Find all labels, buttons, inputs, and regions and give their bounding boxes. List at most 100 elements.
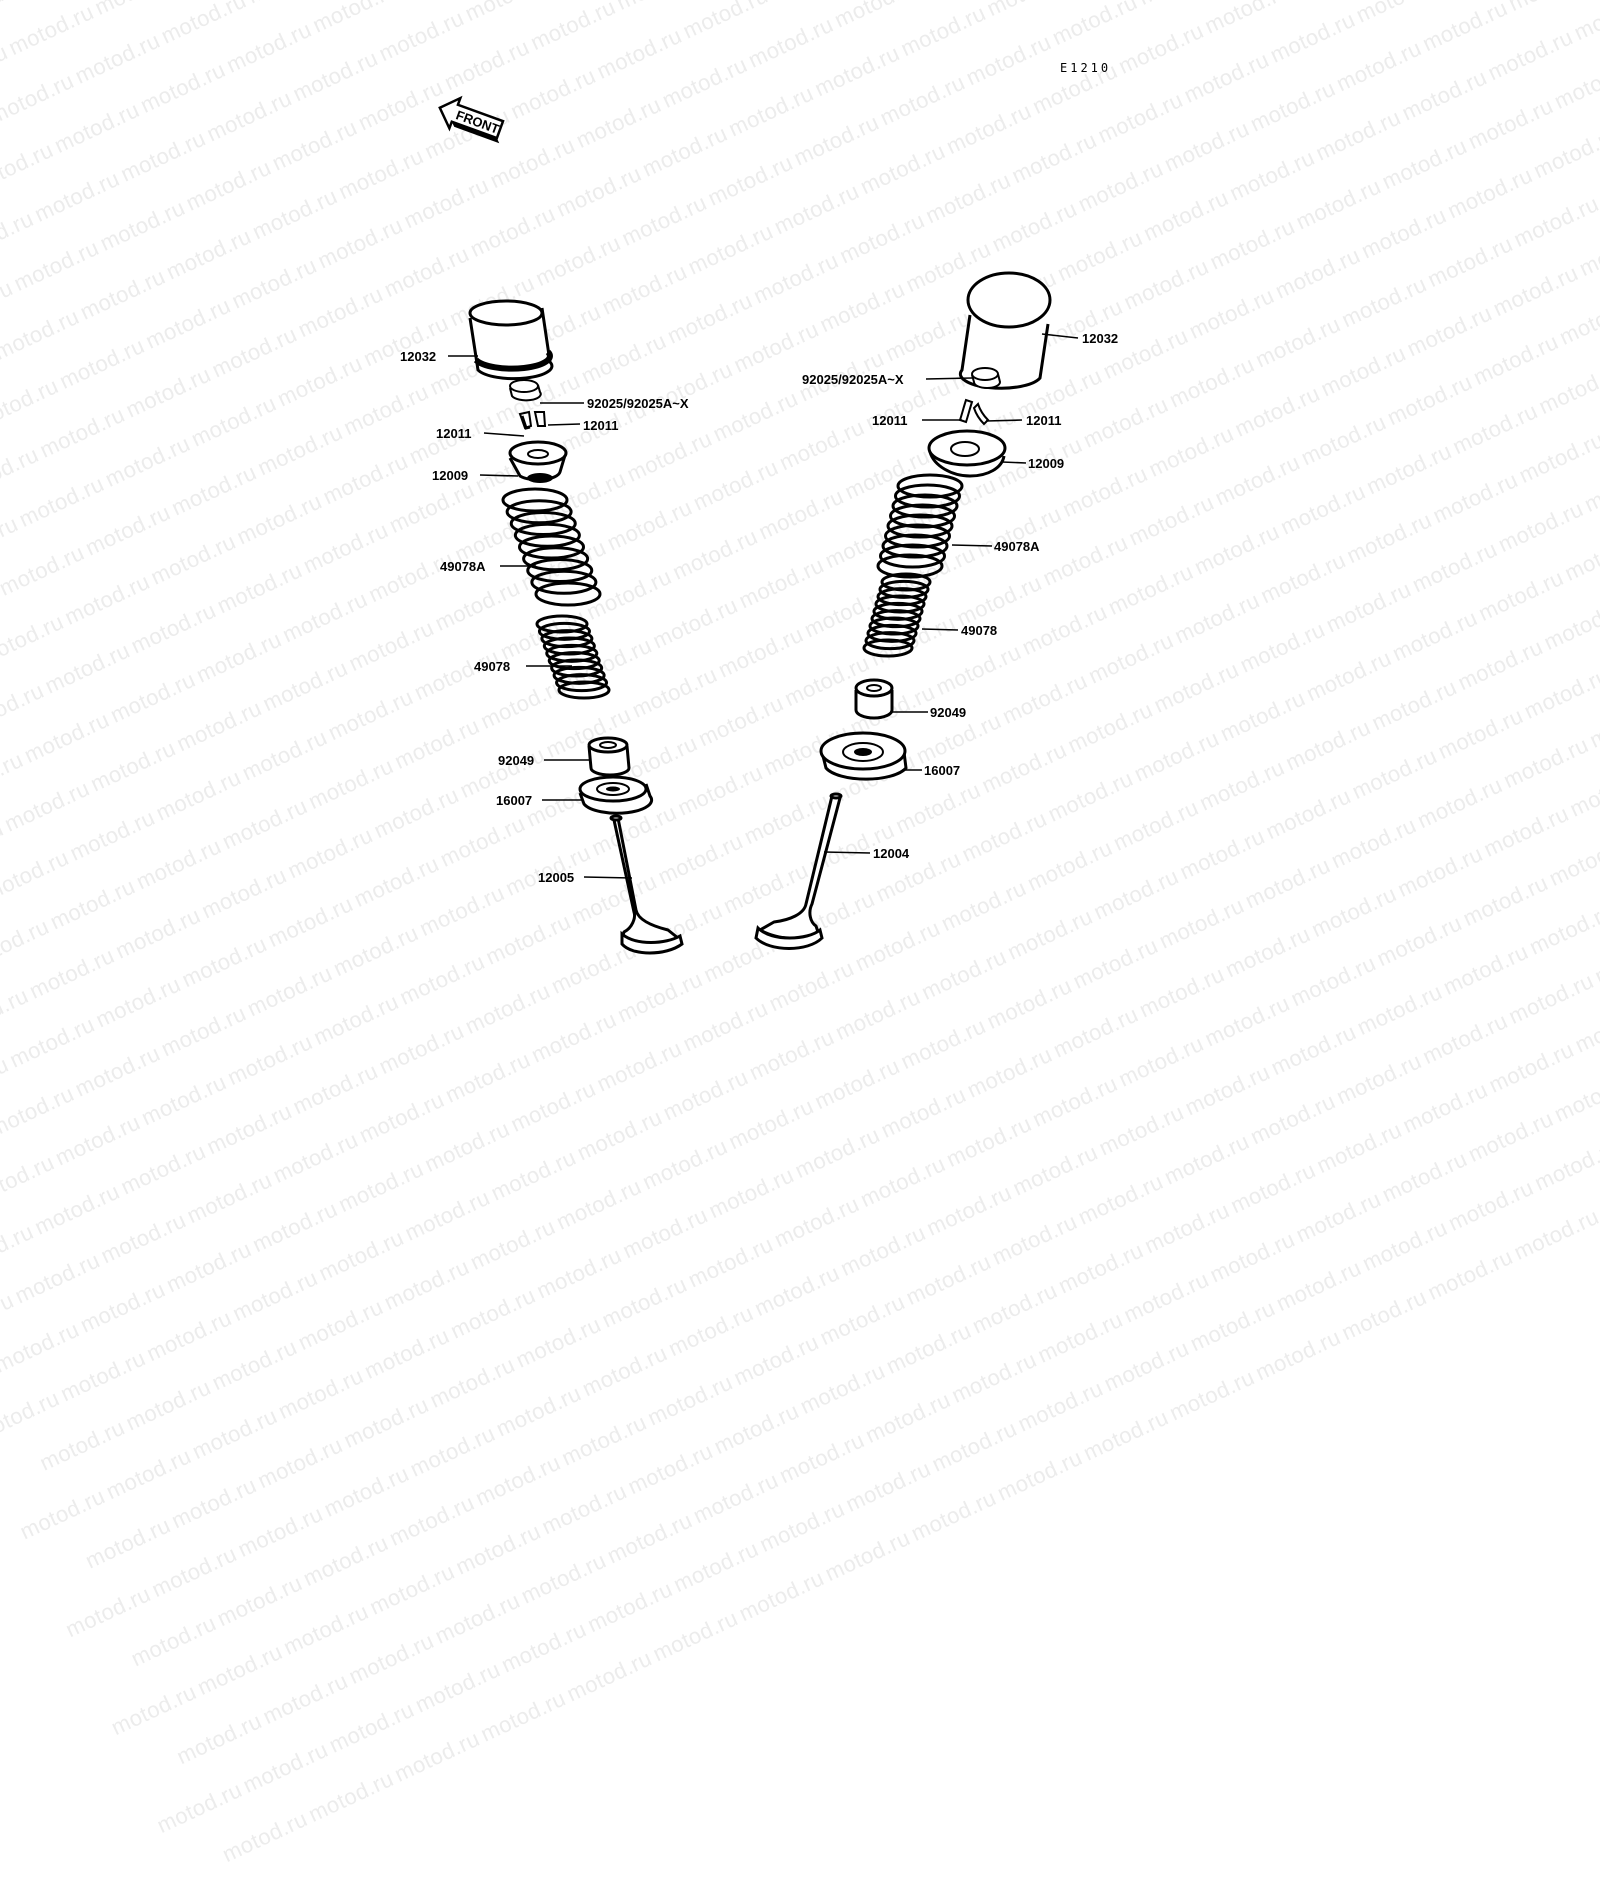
watermark-text: motod.ru: [476, 1685, 570, 1747]
watermark-text: motod.ru: [583, 1576, 677, 1638]
watermark-text: motod.ru: [451, 1518, 545, 1580]
watermark-text: motod.ru: [735, 1565, 828, 1627]
watermark-text: motod.ru: [471, 1449, 565, 1511]
watermark-text: motod.ru: [623, 1438, 717, 1500]
watermark-text: motod.ru: [61, 1581, 155, 1643]
watermark-text: motod.ru: [188, 1402, 282, 1465]
watermark-text: motod.ru: [76, 1276, 170, 1338]
watermark-text: motod.ru: [755, 1495, 849, 1557]
watermark-text: motod.ru: [233, 1500, 327, 1562]
label-left-outer-spring: 49078A: [440, 559, 486, 574]
left-shim: [509, 379, 542, 402]
label-left-retainer: 12009: [432, 468, 468, 483]
spring-coil: [862, 638, 914, 658]
spring-coil: [894, 483, 961, 509]
watermark-text: motod.ru: [598, 1271, 691, 1333]
watermark-text: motod.ru: [492, 1380, 586, 1442]
spring-coil: [505, 499, 573, 525]
watermark-text: motod.ru: [279, 1598, 373, 1660]
watermark-text: motod.ru: [770, 1191, 864, 1253]
spring-coil: [876, 553, 944, 579]
watermark-text: motod.ru: [511, 1311, 605, 1373]
watermark-text: motod.ru: [993, 1444, 1087, 1506]
watermark-text: motod.ru: [121, 1374, 215, 1436]
watermark-text: motod.ru: [167, 1472, 261, 1534]
left-valve: [609, 814, 684, 955]
watermark-text: motod.ru: [1358, 1214, 1452, 1276]
watermark-text: motod.ru: [968, 1277, 1062, 1339]
label-right-shim: 92025/92025A~X: [802, 372, 904, 387]
label-right-outer-spring: 49078A: [994, 539, 1040, 554]
watermark-text: motod.ru: [669, 1536, 763, 1598]
watermark-text: motod.ru: [299, 1529, 393, 1591]
label-right-cotter-right: 12011: [1026, 413, 1061, 428]
watermark-text: motod.ru: [578, 1340, 672, 1402]
watermark-text: motod.ru: [228, 1264, 322, 1326]
label-left-spring-seat: 16007: [496, 793, 532, 808]
label-left-stem-seal: 92049: [498, 753, 534, 768]
watermark-text: motod.ru: [907, 1484, 1001, 1546]
watermark-text: motod.ru: [0, 1316, 84, 1378]
left-tappet: [468, 299, 554, 381]
watermark-text: motod.ru: [648, 1605, 742, 1667]
watermark-text: motod.ru: [1509, 1203, 1600, 1265]
watermark-text: motod.ru: [466, 1213, 560, 1275]
watermark-text: motod.ru: [643, 1369, 737, 1431]
watermark-text: motod.ru: [35, 1414, 129, 1476]
watermark-text: motod.ru: [927, 1415, 1021, 1477]
watermark-text: motod.ru: [152, 1776, 246, 1838]
watermark-text: motod.ru: [841, 1455, 935, 1517]
watermark-text: motod.ru: [142, 1305, 236, 1367]
watermark-text: motod.ru: [562, 1645, 656, 1707]
watermark-text: motod.ru: [406, 1420, 499, 1482]
watermark-text: motod.ru: [102, 1443, 196, 1505]
watermark-text: motod.ru: [815, 1289, 909, 1351]
watermark-text: motod.ru: [107, 1679, 201, 1741]
watermark-text: motod.ru: [882, 1317, 976, 1379]
watermark-text: motod.ru: [172, 1708, 266, 1770]
watermark-text: motod.ru: [294, 1294, 388, 1356]
watermark-text: motod.ru: [274, 1362, 368, 1424]
spring-coil: [518, 534, 585, 560]
right-outer-spring: [876, 473, 964, 579]
watermark-text: motod.ru: [239, 1736, 332, 1798]
watermark-text: motod.ru: [1140, 1197, 1234, 1259]
watermark-text: motod.ru: [325, 1696, 419, 1758]
front-arrow-icon: FRONT: [438, 95, 505, 144]
watermark-text: motod.ru: [902, 1248, 995, 1310]
label-left-cotter-right: 12011: [583, 418, 618, 433]
watermark-text: motod.ru: [208, 1334, 301, 1396]
diagram-reference: E1210: [1060, 61, 1111, 75]
watermark-text: motod.ru: [385, 1489, 479, 1551]
watermark-text: motod.ru: [821, 1524, 914, 1586]
watermark-text: motod.ru: [1186, 1295, 1280, 1357]
spring-coil: [526, 558, 594, 583]
watermark-text: motod.ru: [1119, 1266, 1213, 1328]
watermark-text: motod.ru: [836, 1219, 930, 1281]
label-left-valve: 12005: [538, 870, 574, 885]
watermark-text: motod.ru: [258, 1667, 352, 1730]
watermark-text: motod.ru: [1251, 1324, 1345, 1386]
right-stem-seal: [854, 678, 894, 720]
watermark-text: motod.ru: [1165, 1364, 1259, 1426]
watermark-text: motod.ru: [1054, 1237, 1148, 1299]
label-right-retainer: 12009: [1028, 456, 1064, 471]
watermark-text: motod.ru: [344, 1627, 438, 1689]
watermark-text: motod.ru: [147, 1541, 241, 1603]
right-inner-spring: [862, 572, 932, 658]
watermark-text: motod.ru: [127, 1610, 221, 1672]
watermark-text: motod.ru: [0, 1385, 64, 1447]
right-valve: [754, 792, 843, 950]
spring-coil: [886, 513, 954, 539]
watermark-text: motod.ru: [0, 1218, 38, 1280]
watermark-text: motod.ru: [10, 1247, 104, 1309]
watermark-text: motod.ru: [1423, 1243, 1517, 1305]
watermark-text: motod.ru: [1079, 1404, 1173, 1466]
watermark-text: motod.ru: [0, 1287, 18, 1349]
watermark-text: motod.ru: [1013, 1375, 1107, 1437]
right-cotters: [958, 398, 990, 426]
watermark-text: motod.ru: [360, 1322, 454, 1384]
watermark-text: motod.ru: [537, 1478, 631, 1540]
watermark-text: motod.ru: [81, 1512, 175, 1574]
